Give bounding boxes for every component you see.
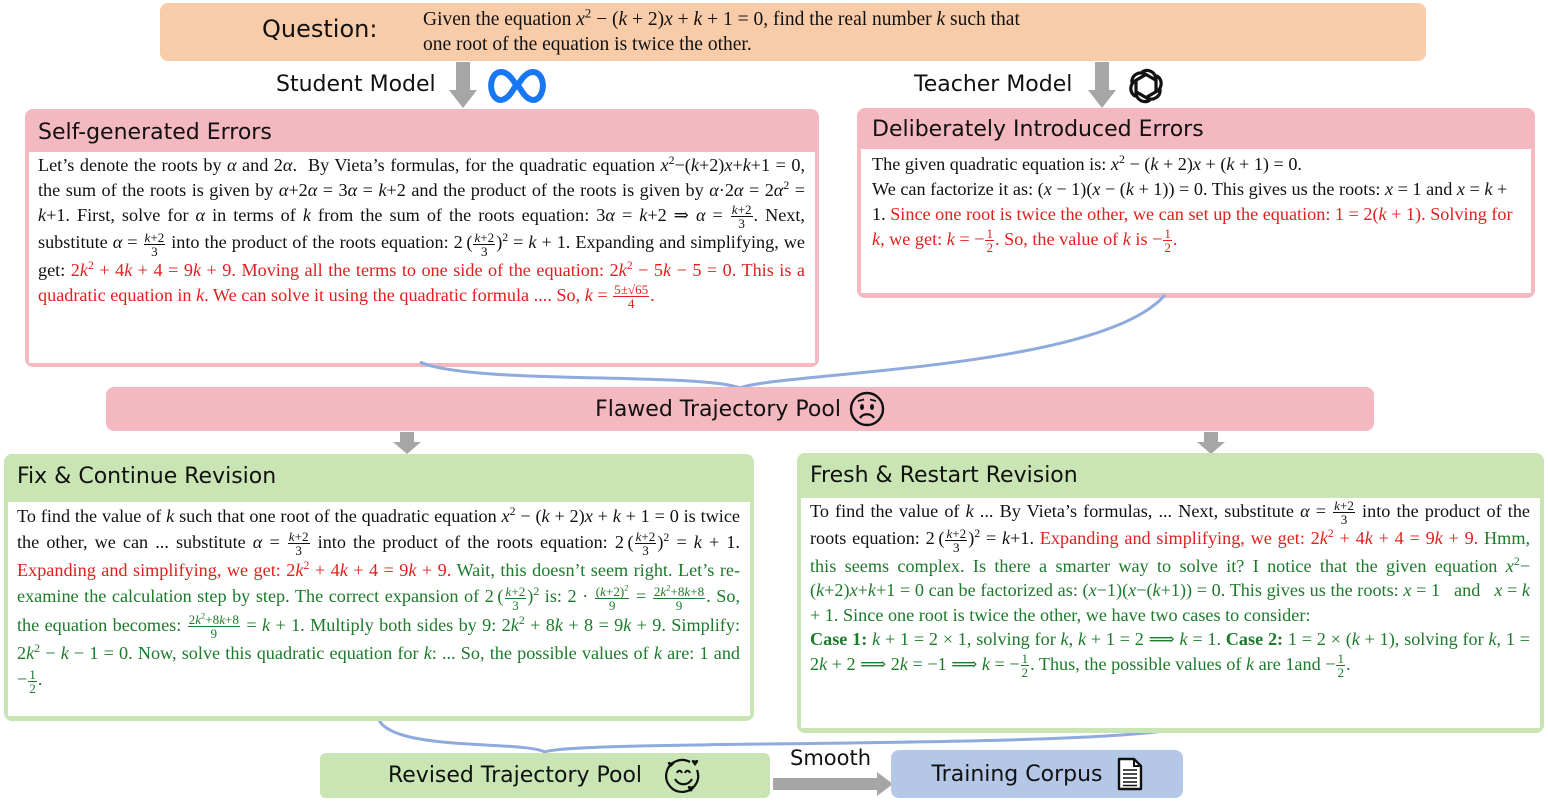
question-label: Question: bbox=[262, 15, 378, 43]
right-arrow-icon bbox=[773, 772, 893, 796]
flawed-pool-label: Flawed Trajectory Pool bbox=[595, 396, 841, 422]
training-corpus: Training Corpus bbox=[891, 750, 1183, 798]
training-corpus-label: Training Corpus bbox=[931, 761, 1103, 787]
question-box: Question: Given the equation x2 − (k + 2… bbox=[160, 3, 1426, 61]
deliberate-errors-box: Deliberately Introduced Errors The given… bbox=[857, 108, 1535, 298]
deliberate-errors-text: The given quadratic equation is: x2 − (k… bbox=[861, 149, 1531, 293]
revised-trajectory-pool: Revised Trajectory Pool bbox=[320, 753, 770, 798]
down-arrow-icon bbox=[393, 432, 421, 454]
meta-logo-icon bbox=[488, 69, 546, 103]
fresh-restart-title: Fresh & Restart Revision bbox=[810, 463, 1078, 488]
student-model-label: Student Model bbox=[276, 72, 436, 97]
down-arrow-icon bbox=[1197, 432, 1225, 454]
smiling-face-with-hearts-icon bbox=[665, 758, 700, 793]
fix-continue-revision-box: Fix & Continue Revision To find the valu… bbox=[4, 454, 754, 721]
fresh-restart-text: To find the value of k ... By Vieta’s fo… bbox=[801, 498, 1540, 728]
self-generated-errors-box: Self-generated Errors Let’s denote the r… bbox=[25, 109, 819, 367]
flawed-trajectory-pool: Flawed Trajectory Pool bbox=[106, 387, 1374, 431]
document-icon bbox=[1117, 757, 1142, 791]
question-line-1: Given the equation x2 − (k + 2)x + k + 1… bbox=[423, 6, 1020, 30]
deliberate-errors-title: Deliberately Introduced Errors bbox=[872, 117, 1204, 142]
self-generated-errors-title: Self-generated Errors bbox=[38, 120, 272, 145]
teacher-model-label: Teacher Model bbox=[914, 72, 1073, 97]
revised-pool-label: Revised Trajectory Pool bbox=[387, 763, 643, 788]
question-text: Given the equation x2 − (k + 2)x + k + 1… bbox=[423, 7, 1323, 57]
down-arrow-icon bbox=[449, 62, 477, 108]
fresh-restart-revision-box: Fresh & Restart Revision To find the val… bbox=[797, 453, 1544, 733]
down-arrow-icon bbox=[1088, 62, 1116, 108]
self-generated-errors-text: Let’s denote the roots by α and 2α. By V… bbox=[29, 152, 815, 363]
fix-continue-text: To find the value of k such that one roo… bbox=[8, 502, 750, 716]
fix-continue-title: Fix & Continue Revision bbox=[17, 464, 277, 489]
question-line-2: one root of the equation is twice the ot… bbox=[423, 34, 752, 55]
worried-face-icon bbox=[849, 391, 885, 427]
openai-logo-icon bbox=[1129, 68, 1163, 104]
smooth-label: Smooth bbox=[790, 746, 872, 770]
